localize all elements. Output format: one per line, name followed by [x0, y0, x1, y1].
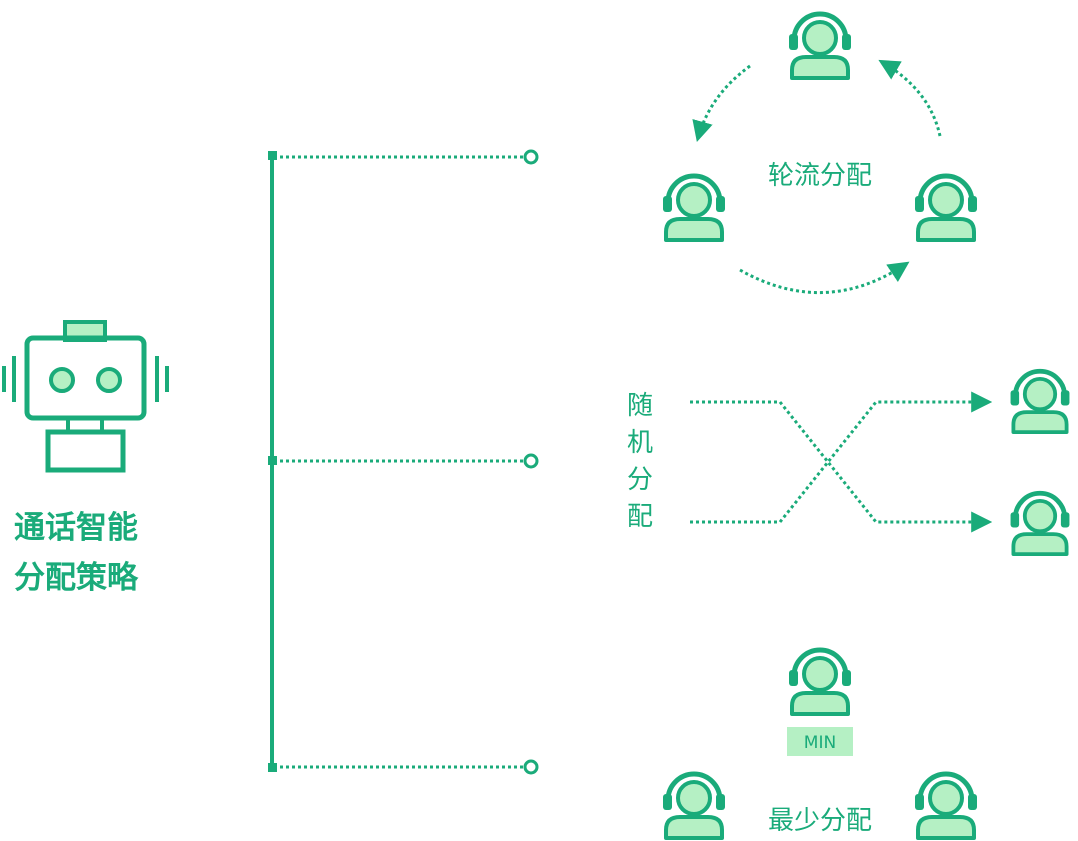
min-tag: MIN [804, 733, 836, 753]
node-square-1 [268, 151, 277, 160]
agent-icon [1011, 493, 1070, 554]
agent-icon [1011, 371, 1070, 432]
agent-icon [915, 176, 977, 240]
agent-icon [663, 176, 725, 240]
rotation-arrow-right [878, 59, 942, 137]
rotation-arrow-bottom [739, 261, 910, 294]
min-tag-bg [787, 727, 853, 756]
random-label-char-2: 机 [627, 428, 653, 458]
round-robin-group: 轮流分配 [663, 14, 977, 294]
rotation-arrow-left [692, 64, 751, 143]
random-group: 随 机 分 配 [627, 371, 1069, 554]
agent-icon [789, 650, 851, 714]
random-label-char-1: 随 [627, 391, 653, 421]
least-label: 最少分配 [768, 806, 872, 836]
least-group: MIN 最少分配 [663, 650, 977, 838]
title-line-1: 通话智能 [14, 510, 138, 546]
agent-icon [789, 14, 851, 78]
robot-eye-left [49, 367, 75, 393]
robot-body [45, 429, 126, 473]
agent-icon [663, 774, 725, 838]
robot-head [24, 335, 147, 421]
title-line-2: 分配策略 [14, 560, 139, 596]
robot-icon [2, 320, 169, 473]
branch-end-1 [523, 149, 539, 165]
random-route-up [690, 391, 993, 524]
agent-icon [915, 774, 977, 838]
branch-connector [268, 149, 539, 775]
branch-end-2 [523, 453, 539, 469]
robot-eye-right [96, 367, 122, 393]
random-route-down [690, 400, 993, 533]
node-square-3 [268, 763, 277, 772]
node-square-2 [268, 456, 277, 465]
round-robin-label: 轮流分配 [768, 161, 872, 191]
random-label-char-4: 配 [627, 502, 653, 532]
random-label-char-3: 分 [627, 465, 653, 495]
branch-end-3 [523, 759, 539, 775]
